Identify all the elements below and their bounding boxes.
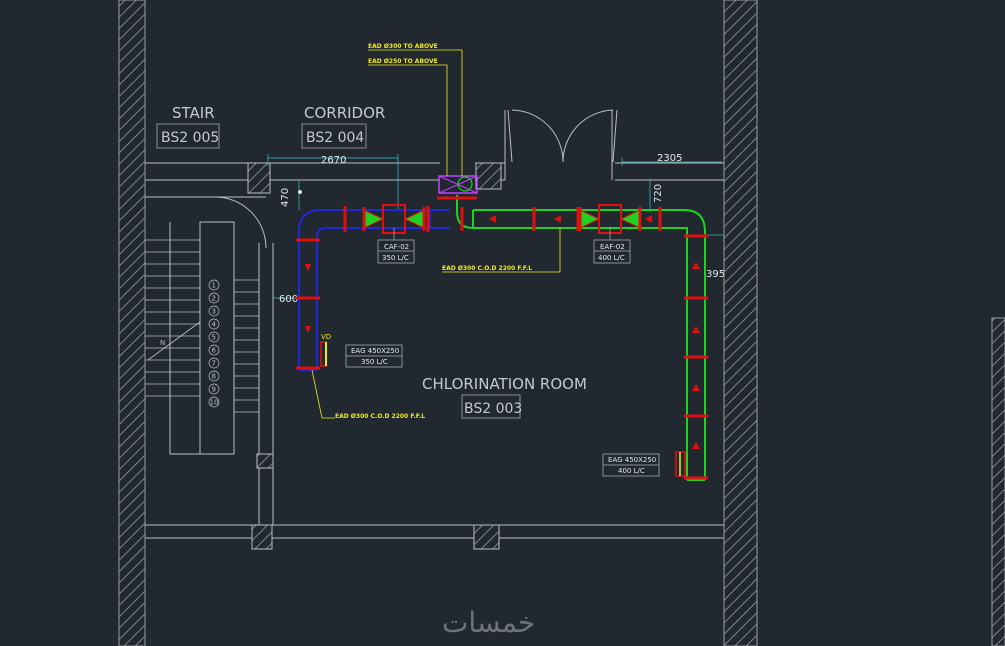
note-ead-250-above: EAD Ø250 TO ABOVE (368, 58, 438, 65)
caf-tag: CAF-02 (384, 243, 409, 251)
blue-duct-joints (296, 206, 430, 370)
stair-door (214, 196, 267, 249)
room-name-chlorination: CHLORINATION ROOM (422, 375, 587, 393)
right-grille (675, 451, 686, 477)
column-stair (256, 453, 274, 469)
note-green-duct: EAD Ø300 C.O.D 2200 F.F.L (442, 265, 532, 272)
dimension-720: 720 (653, 184, 664, 203)
right-grille-flow: 400 L/C (618, 467, 645, 475)
column-bottom-left (251, 524, 273, 550)
room-code-stair: BS2 005 (161, 130, 219, 146)
column-top-mid (475, 162, 502, 190)
room-code-chlorination: BS2 003 (464, 401, 522, 417)
dimension-470: 470 (280, 188, 291, 207)
stair-step: 6 (212, 347, 217, 355)
stair-step: 3 (212, 308, 216, 316)
right-hatched-wall (723, 0, 758, 646)
stair-walls (145, 196, 274, 525)
stair-direction-label: N (160, 339, 165, 347)
room-code-box-corridor (301, 123, 367, 149)
watermark-logo: خمسات (442, 606, 535, 639)
stair-step: 1 (212, 282, 216, 290)
room-code-box-stair (156, 123, 220, 149)
blue-duct (298, 209, 450, 371)
bottom-wall (145, 524, 724, 539)
column-bottom-mid (473, 524, 500, 550)
stair-step: 9 (212, 386, 216, 394)
stair-step-numbers: 1 2 3 4 5 6 7 8 9 10 (208, 279, 220, 408)
eaf-flow: 400 L/C (598, 254, 625, 262)
stair-step: 10 (210, 399, 219, 407)
room-code-corridor: BS2 004 (306, 130, 364, 146)
right-grille-size: EAG 450X250 (608, 456, 656, 464)
stair-step: 8 (212, 373, 216, 381)
eaf-tag: EAF-02 (600, 243, 625, 251)
riser-box (437, 175, 478, 200)
double-door (507, 109, 618, 163)
note-blue-duct: EAD Ø300 C.O.D 2200 F.F.L (335, 413, 425, 420)
green-duct-joints (460, 207, 708, 480)
dimension-lines (267, 154, 724, 299)
room-name-corridor: CORRIDOR (304, 104, 385, 122)
stair-step: 2 (212, 295, 216, 303)
left-grille (320, 341, 327, 367)
stair-step: 4 (212, 321, 217, 329)
dimension-2305: 2305 (657, 153, 682, 164)
left-hatched-wall (118, 0, 146, 646)
dimension-2670: 2670 (321, 155, 346, 166)
left-grille-flow: 350 L/C (361, 358, 388, 366)
stair-treads (145, 239, 259, 413)
dimension-600: 600 (279, 294, 298, 305)
stair-step: 5 (212, 334, 216, 342)
stair-step: 7 (212, 360, 216, 368)
dimension-395: 395 (706, 269, 725, 280)
top-wall (145, 110, 724, 181)
eaf-fan (578, 204, 642, 240)
note-ead-300-above: EAD Ø300 TO ABOVE (368, 43, 438, 50)
column-top-left (247, 162, 271, 194)
room-name-stair: STAIR (172, 104, 215, 122)
right-edge-strip (991, 317, 1005, 646)
room-code-box-chlorination (461, 394, 521, 419)
leader-lines (311, 49, 561, 419)
left-grille-damper: VD (321, 333, 331, 341)
caf-fan (362, 204, 426, 240)
dimension-point (298, 190, 302, 194)
left-grille-size: EAG 450X250 (351, 347, 399, 355)
flow-arrows (305, 215, 700, 449)
caf-flow: 350 L/C (382, 254, 409, 262)
green-duct (456, 195, 706, 481)
